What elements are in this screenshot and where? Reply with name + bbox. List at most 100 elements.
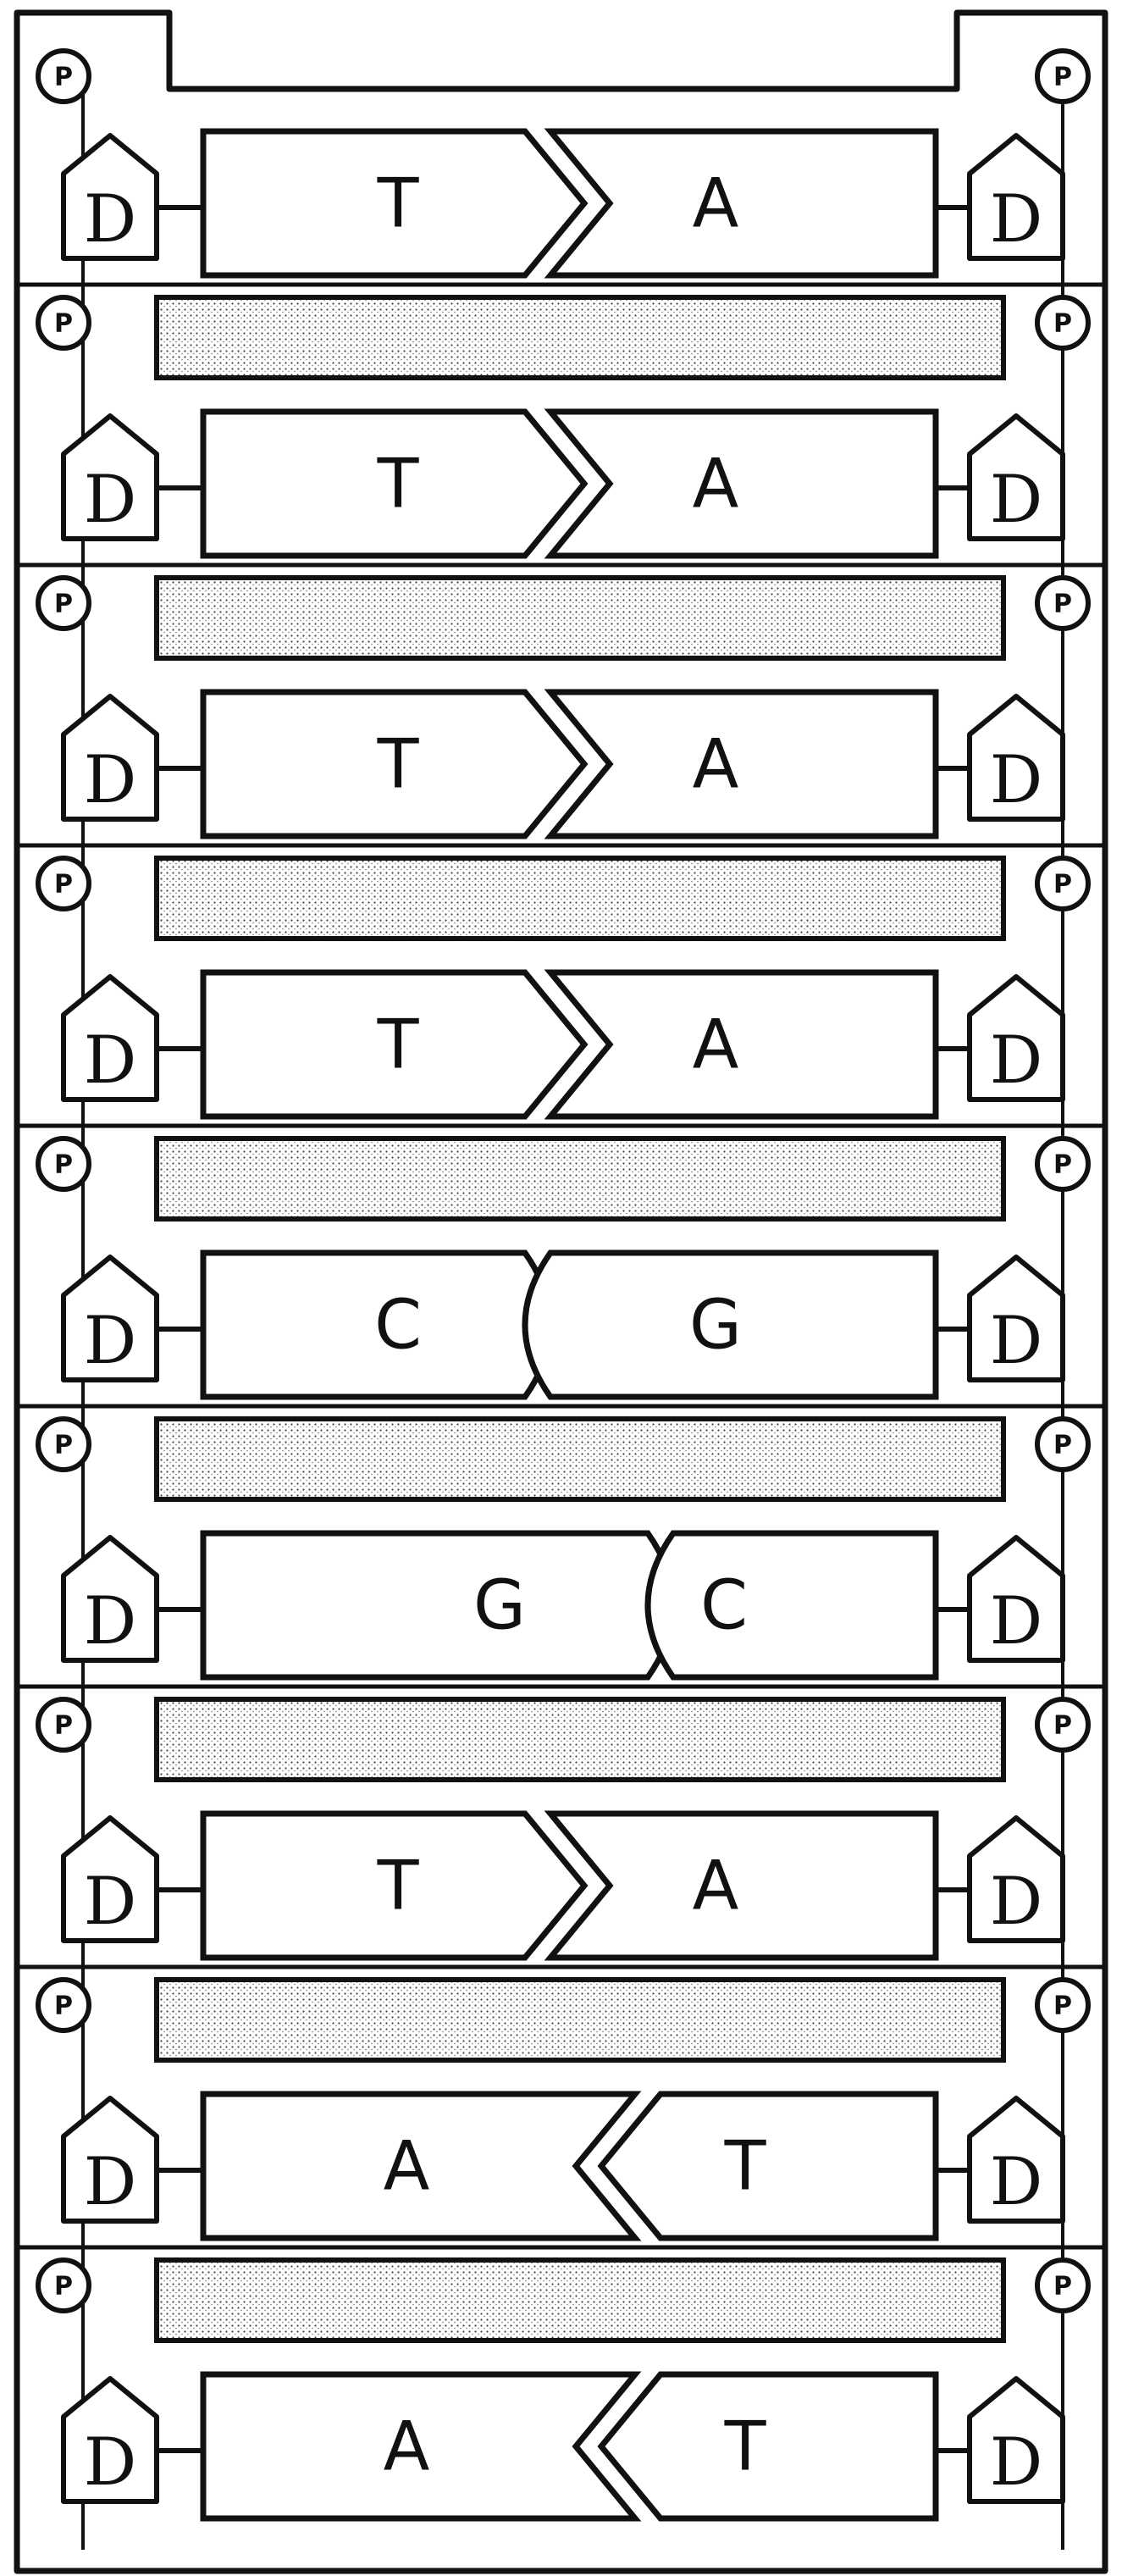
- phosphate-label: P: [54, 309, 73, 339]
- phosphate-label: P: [54, 1992, 73, 2021]
- phosphate-icon: P: [38, 51, 89, 102]
- sugar-pentagon-icon: D: [936, 2379, 1063, 2501]
- stippled-plank: [157, 578, 1003, 658]
- phosphate-label: P: [1053, 63, 1072, 92]
- base-left-letter: T: [377, 1005, 420, 1084]
- stippled-plank: [157, 1138, 1003, 1219]
- stippled-plank: [157, 1419, 1003, 1499]
- base-right-shape: [550, 412, 936, 556]
- phosphate-icon: P: [38, 1419, 89, 1470]
- phosphate-label: P: [1053, 2272, 1072, 2302]
- base-left-letter: A: [384, 2407, 430, 2486]
- sugar-pentagon-icon: D: [936, 977, 1063, 1100]
- phosphate-label: P: [1053, 1992, 1072, 2021]
- sugar-label: D: [990, 2424, 1043, 2501]
- sugar-pentagon-icon: D: [64, 2379, 203, 2501]
- sugar-pentagon-icon: D: [64, 1537, 203, 1660]
- phosphate-icon: P: [1037, 1138, 1088, 1189]
- phosphate-icon: P: [38, 2260, 89, 2311]
- base-right-shape: [601, 2374, 936, 2518]
- stippled-plank: [157, 858, 1003, 939]
- base-right-letter: A: [693, 1005, 739, 1084]
- phosphate-icon: P: [38, 1699, 89, 1750]
- sugar-label: D: [990, 742, 1043, 818]
- stippled-plank: [157, 1699, 1003, 1780]
- sugar-label: D: [990, 1022, 1043, 1099]
- base-right-shape: [550, 692, 936, 836]
- base-right-shape: [601, 2094, 936, 2238]
- phosphate-label: P: [1053, 1711, 1072, 1741]
- base-left-letter: T: [377, 164, 420, 243]
- phosphate-icon: P: [1037, 1419, 1088, 1470]
- sugar-label: D: [990, 1583, 1043, 1659]
- sugar-pentagon-icon: D: [936, 1818, 1063, 1941]
- phosphate-icon: P: [38, 1980, 89, 2030]
- phosphate-icon: P: [1037, 1699, 1088, 1750]
- sugar-label: D: [990, 1303, 1043, 1379]
- sugar-pentagon-icon: D: [64, 136, 203, 258]
- phosphate-label: P: [1053, 1431, 1072, 1460]
- sugar-pentagon-icon: D: [64, 696, 203, 819]
- base-right-letter: A: [693, 725, 739, 804]
- base-pair-rung: TA: [203, 131, 936, 275]
- phosphate-label: P: [54, 1711, 73, 1741]
- base-pair-rung: TA: [17, 565, 1105, 836]
- phosphate-icon: P: [38, 297, 89, 348]
- sugar-pentagon-icon: D: [64, 2098, 203, 2221]
- base-left-letter: T: [377, 445, 420, 524]
- phosphate-label: P: [54, 1150, 73, 1180]
- base-left-letter: G: [473, 1566, 526, 1645]
- base-right-letter: A: [693, 445, 739, 524]
- sugar-pentagon-icon: D: [936, 1537, 1063, 1660]
- base-right-letter: T: [724, 2407, 767, 2486]
- base-right-letter: T: [724, 2127, 767, 2206]
- base-right-shape: [550, 972, 936, 1116]
- phosphate-icon: P: [1037, 858, 1088, 909]
- phosphate-label: P: [54, 63, 73, 92]
- sugar-label: D: [84, 181, 137, 258]
- sugar-pentagon-icon: D: [64, 1257, 203, 1380]
- phosphate-icon: P: [1037, 51, 1088, 102]
- sugar-pentagon-icon: D: [64, 1818, 203, 1941]
- base-left-letter: T: [377, 1847, 420, 1925]
- sugar-pentagon-icon: D: [936, 1257, 1063, 1380]
- phosphate-label: P: [1053, 870, 1072, 900]
- phosphate-icon: P: [1037, 1980, 1088, 2030]
- sugar-label: D: [990, 2144, 1043, 2220]
- base-right-letter: A: [693, 1847, 739, 1925]
- sugar-label: D: [990, 181, 1043, 258]
- stippled-plank: [157, 2260, 1003, 2341]
- base-right-letter: A: [693, 164, 739, 243]
- phosphate-icon: P: [1037, 578, 1088, 629]
- phosphate-icon: P: [1037, 297, 1088, 348]
- stippled-plank: [157, 297, 1003, 378]
- sugar-label: D: [84, 2144, 137, 2220]
- phosphate-label: P: [54, 870, 73, 900]
- base-left-letter: A: [384, 2127, 430, 2206]
- sugar-label: D: [990, 462, 1043, 538]
- phosphate-icon: P: [1037, 2260, 1088, 2311]
- sugar-label: D: [84, 462, 137, 538]
- sugar-pentagon-icon: D: [936, 2098, 1063, 2221]
- sugar-label: D: [84, 1864, 137, 1940]
- sugar-label: D: [84, 1303, 137, 1379]
- sugar-pentagon-icon: D: [936, 136, 1063, 258]
- sugar-pentagon-icon: D: [64, 977, 203, 1100]
- phosphate-label: P: [54, 1431, 73, 1460]
- base-right-shape: [648, 1533, 936, 1677]
- base-right-letter: G: [689, 1286, 742, 1365]
- phosphate-label: P: [1053, 590, 1072, 619]
- sugar-label: D: [990, 1864, 1043, 1940]
- sugar-label: D: [84, 742, 137, 818]
- base-left-letter: C: [374, 1286, 422, 1365]
- phosphate-label: P: [54, 590, 73, 619]
- stippled-plank: [157, 1980, 1003, 2060]
